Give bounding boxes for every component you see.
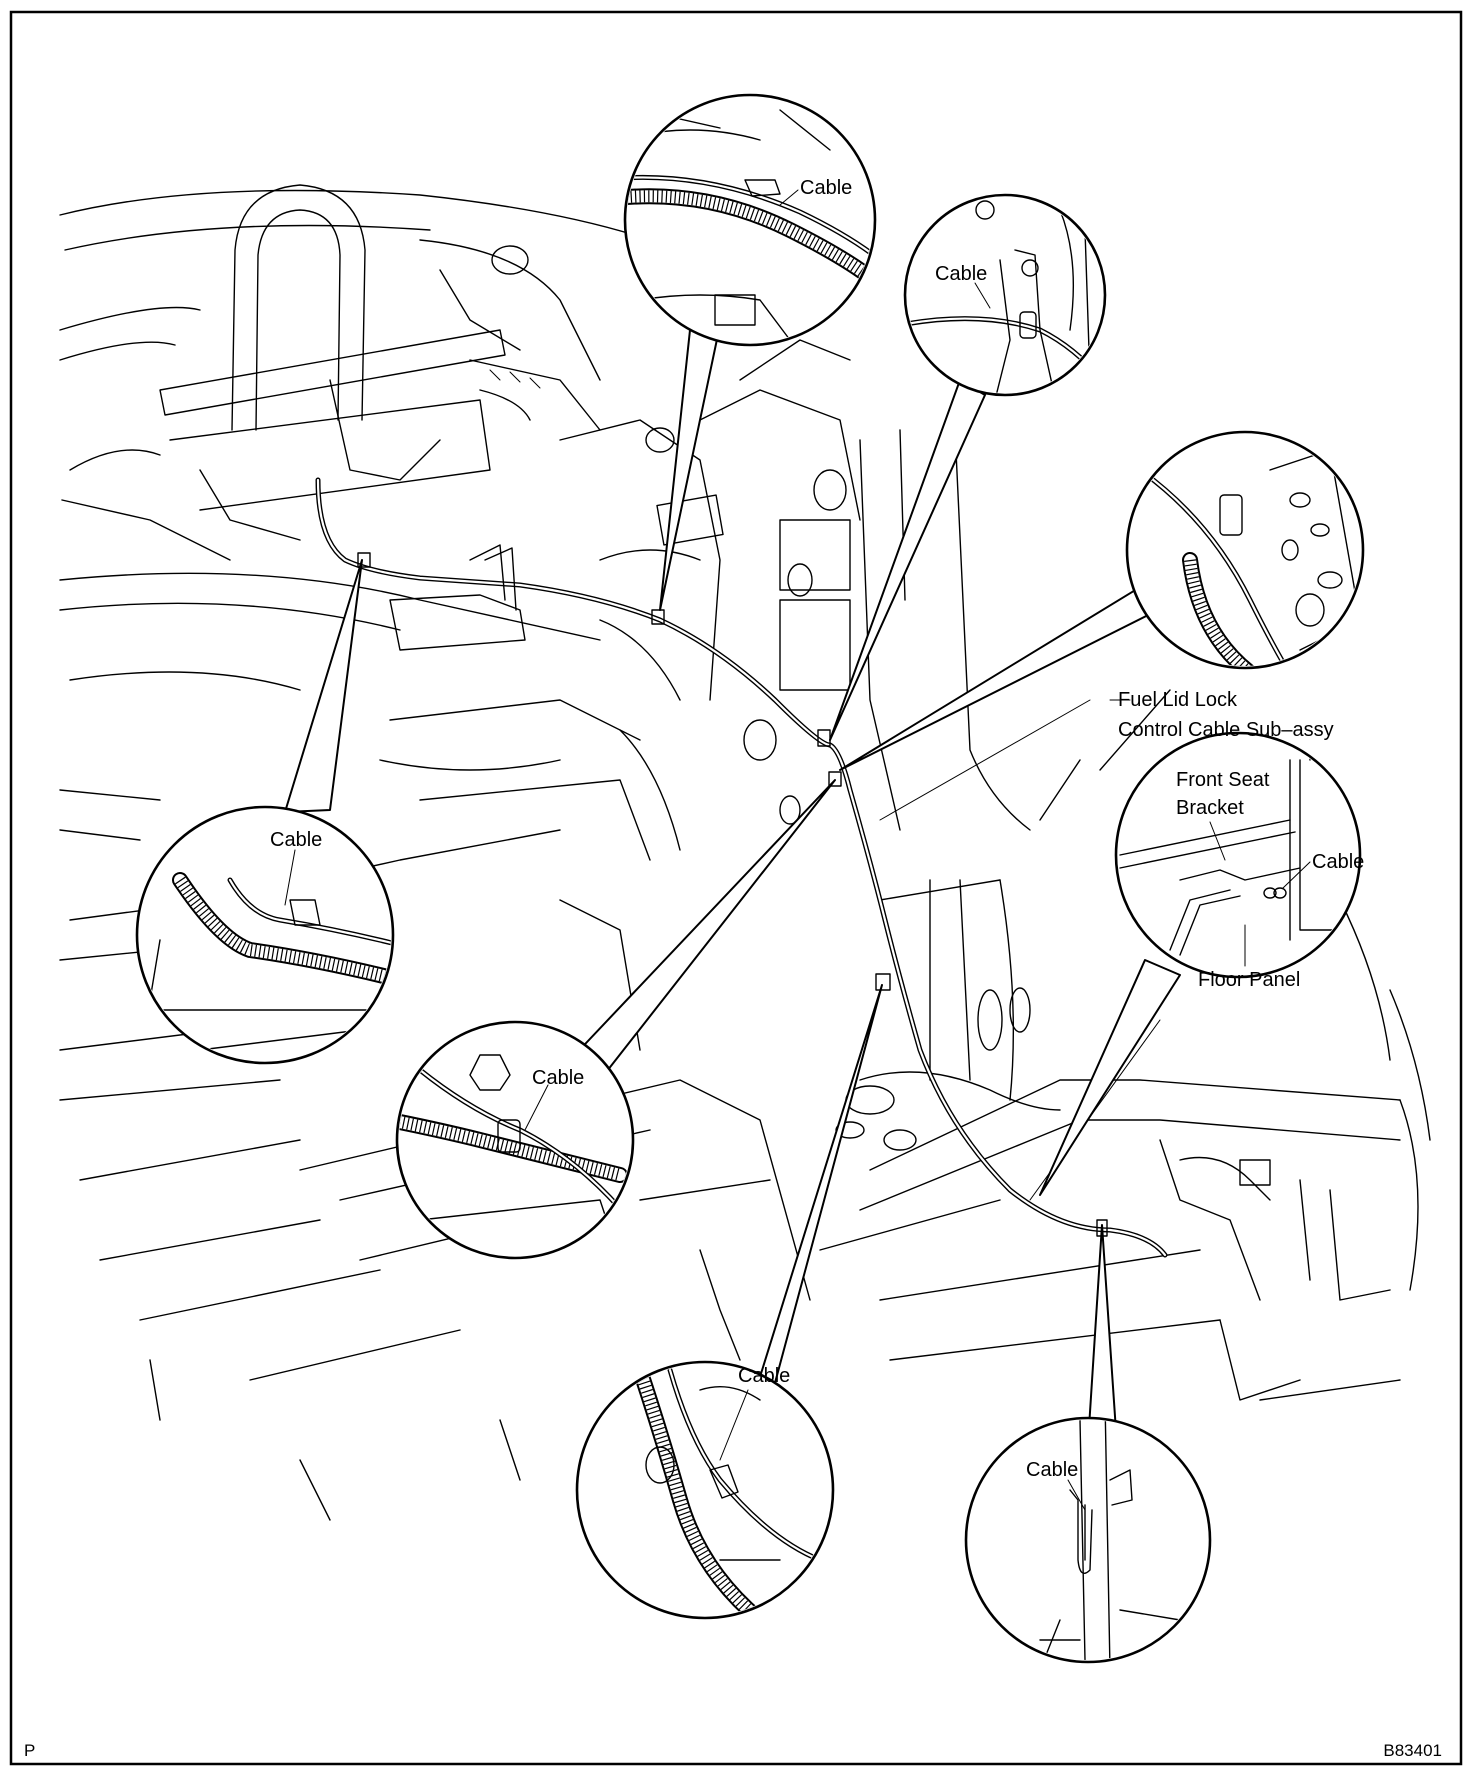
callout-left: Cable	[135, 805, 395, 1065]
callout-top-right-label: Cable	[935, 263, 987, 285]
figure-code: B83401	[1383, 1741, 1442, 1760]
floor-panel-label: Floor Panel	[1198, 969, 1300, 991]
callout-top-right: Cable	[903, 193, 1107, 397]
main-part-label: Fuel Lid Lock Control Cable Sub–assy	[1118, 689, 1334, 741]
vehicle-body-linework	[59, 184, 1431, 1521]
callout-bottom-center-label: Cable	[738, 1365, 790, 1387]
main-part-label-line2: Control Cable Sub–assy	[1118, 719, 1334, 741]
callout-pointers	[284, 324, 1181, 1491]
callout-seat-bracket: Front Seat Bracket Cable Floor Panel	[1114, 731, 1364, 991]
seat-bracket-label-line1: Front Seat	[1176, 769, 1270, 791]
corner-left-mark: P	[24, 1741, 35, 1760]
callout-bottom-center: Cable	[575, 1360, 835, 1620]
callout-top-center: Cable	[623, 93, 877, 347]
callout-center-label: Cable	[532, 1067, 584, 1089]
callout-center: Cable	[395, 1020, 635, 1260]
callout-left-label: Cable	[270, 829, 322, 851]
callout-top-center-label: Cable	[800, 177, 852, 199]
diagram-frame	[9, 10, 1463, 1766]
callout-bottom-right: Cable	[964, 1416, 1212, 1664]
callout-bottom-right-label: Cable	[1026, 1459, 1078, 1481]
main-part-label-line1: Fuel Lid Lock	[1118, 689, 1238, 711]
seat-bracket-cable-label: Cable	[1312, 851, 1364, 873]
seat-bracket-label-line2: Bracket	[1176, 797, 1244, 819]
callout-mid-right	[1125, 430, 1365, 670]
